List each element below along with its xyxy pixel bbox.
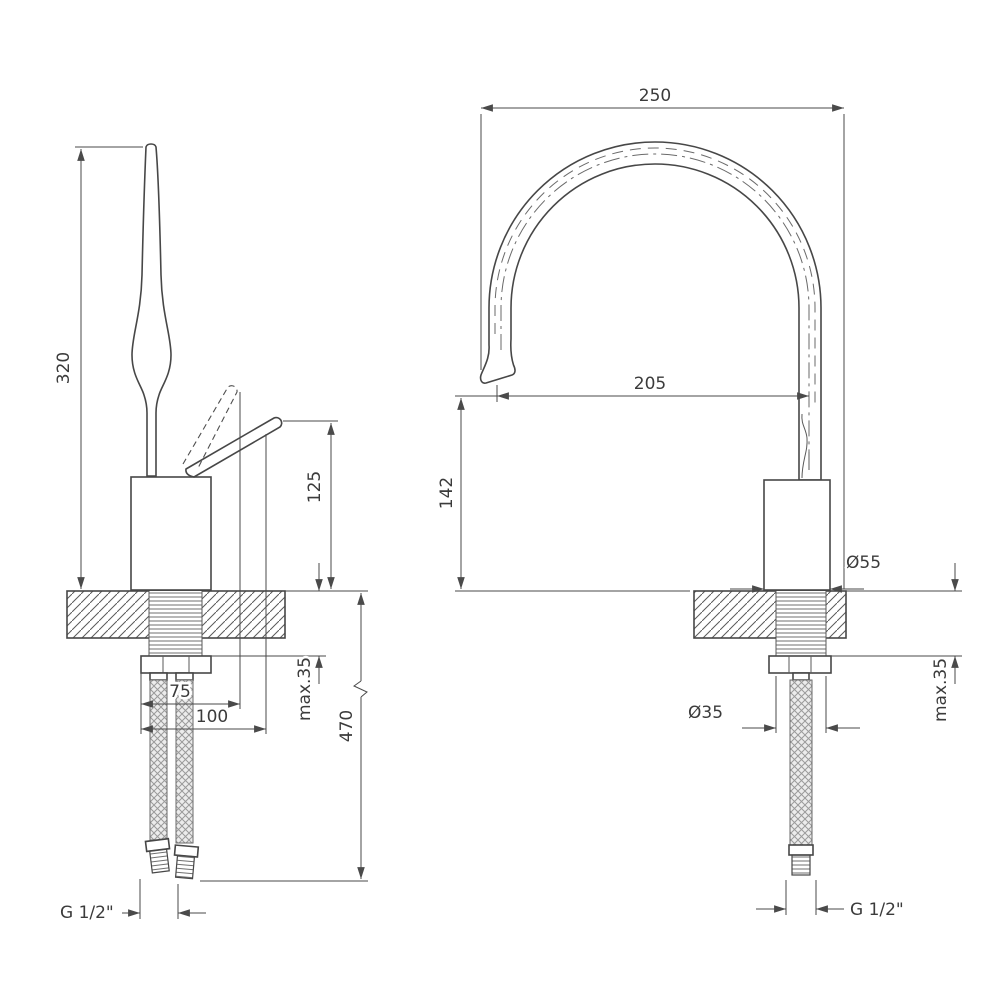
side-view-dimensions: 250 205 142 Ø55 Ø35 max.35 (435, 84, 962, 923)
dim-label-max35-front: max.35 (295, 657, 315, 721)
hose-fitting-side (792, 672, 810, 681)
mounting-nut-side (768, 655, 832, 674)
dim-label-250: 250 (639, 86, 671, 106)
hose-connector-left (144, 837, 171, 874)
supply-hose-right (175, 679, 194, 844)
side-lever (185, 416, 283, 478)
hose-connector-side (788, 844, 814, 876)
dim-label-d35: Ø35 (688, 703, 723, 723)
dim-label-142: 142 (437, 477, 457, 509)
front-view-dimensions: 320 125 max.35 470 75 100 (52, 146, 368, 926)
dim-label-320: 320 (54, 352, 74, 384)
mounting-nut-facets-side (788, 656, 812, 673)
dim-label-470: 470 (337, 710, 357, 742)
dim-label-75: 75 (169, 682, 191, 702)
hose-fitting-left (149, 672, 168, 681)
spout-centerline (500, 153, 810, 462)
shank-thread (149, 591, 202, 656)
faucet-body-side (763, 479, 831, 591)
side-view: 250 205 142 Ø55 Ø35 max.35 (435, 84, 962, 923)
hose-connector-right (173, 844, 200, 880)
gooseneck-spout (479, 141, 822, 481)
spout-inner-dashed-line (494, 147, 816, 404)
shank-outline (148, 591, 203, 656)
handle-lever-tall (131, 143, 172, 477)
side-lever-alt-position (182, 385, 238, 471)
shank-thread-side (776, 591, 826, 656)
mounting-nut-facets (162, 656, 190, 673)
dim-label-125: 125 (305, 471, 325, 503)
dim-label-max35-side: max.35 (931, 658, 951, 722)
front-view: 320 125 max.35 470 75 100 (52, 143, 368, 926)
dim-label-100: 100 (196, 707, 228, 727)
faucet-body-front (130, 476, 212, 591)
tube-entry-detail (801, 413, 810, 479)
break-symbol (353, 680, 368, 698)
dim-label-205: 205 (634, 374, 666, 394)
hose-fitting-right (175, 672, 194, 681)
dim-label-d55: Ø55 (846, 553, 881, 573)
supply-hose-side (789, 679, 813, 846)
shank-outline-side (775, 591, 827, 656)
dim-label-g12-side: G 1/2" (850, 900, 904, 920)
mounting-nut (140, 655, 212, 674)
dim-label-g12-front: G 1/2" (60, 903, 114, 923)
